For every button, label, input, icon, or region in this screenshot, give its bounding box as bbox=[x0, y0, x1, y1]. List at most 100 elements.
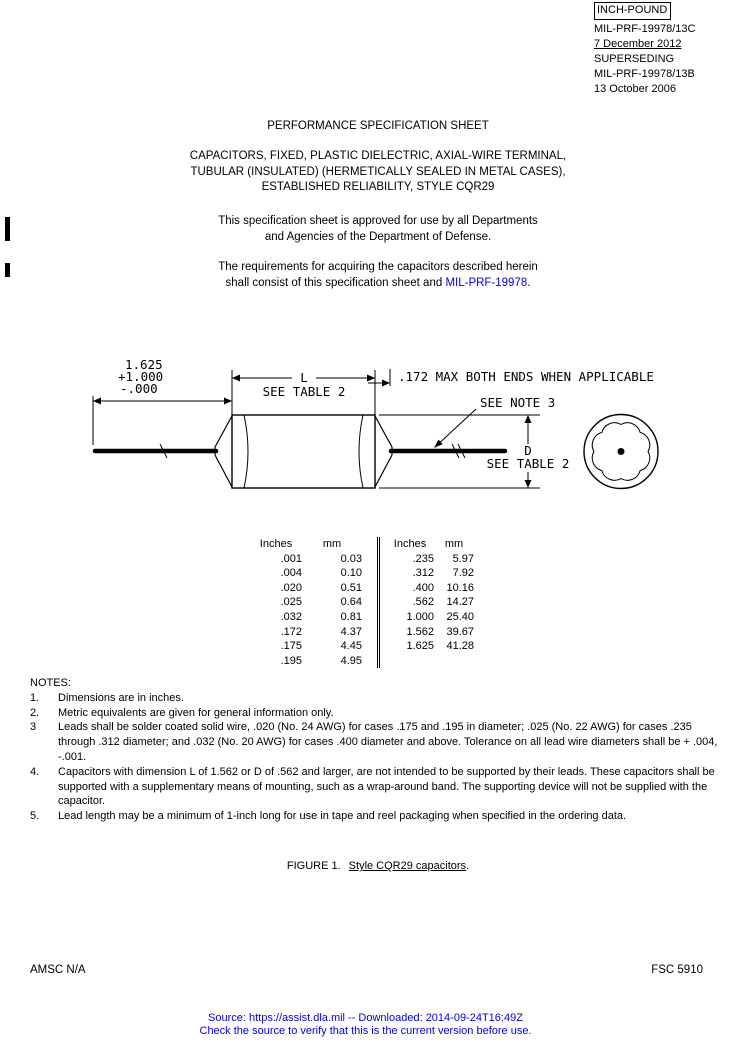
note-item: 4. Capacitors with dimension L of 1.562 … bbox=[30, 765, 718, 809]
note-text: Leads shall be solder coated solid wire,… bbox=[58, 721, 718, 763]
superseded-document-number: MIL-PRF-19978/13B bbox=[594, 68, 695, 80]
table-cell: .195 bbox=[280, 654, 302, 667]
table-cell: 4.37 bbox=[340, 625, 362, 638]
requirements-line: The requirements for acquiring the capac… bbox=[218, 261, 538, 273]
note-number: 5. bbox=[30, 810, 40, 823]
end-view-center-dot bbox=[617, 448, 625, 455]
table-cell bbox=[434, 654, 474, 669]
lead-length-dim-plus-tol: +1.000 bbox=[118, 369, 163, 384]
table-cell: 1.625 bbox=[406, 640, 434, 653]
conversion-table: Inches mm Inches mm .001 0.03 .235 5.97 … bbox=[250, 537, 474, 669]
note-number: 4. bbox=[30, 765, 40, 778]
table-header: Inches bbox=[393, 538, 427, 550]
capacitor-body bbox=[214, 414, 393, 489]
mil-prf-19978-link[interactable]: MIL-PRF-19978 bbox=[445, 276, 528, 289]
table-cell: 0.81 bbox=[340, 610, 362, 623]
table-cell: 0.64 bbox=[340, 596, 362, 609]
body-length-see-table: SEE TABLE 2 bbox=[263, 384, 346, 399]
fsc-number: FSC 5910 bbox=[651, 964, 703, 976]
table-cell: .020 bbox=[280, 581, 302, 594]
table-cell: .025 bbox=[280, 596, 302, 609]
table-cell: 0.10 bbox=[340, 567, 362, 580]
lead-length-dim-value: 1.625 bbox=[125, 357, 163, 372]
table-cell: .032 bbox=[280, 610, 302, 623]
superseded-document-date: 13 October 2006 bbox=[594, 83, 676, 95]
requirements-text: shall consist of this specification shee… bbox=[225, 276, 446, 289]
table-cell: 14.27 bbox=[446, 596, 474, 609]
note-text: Metric equivalents are given for general… bbox=[58, 706, 334, 719]
table-header: mm bbox=[444, 538, 464, 550]
diameter-see-table: SEE TABLE 2 bbox=[487, 456, 570, 471]
specification-subject: CAPACITORS, FIXED, PLASTIC DIELECTRIC, A… bbox=[25, 149, 731, 196]
note-text: Dimensions are in inches. bbox=[58, 691, 184, 704]
notes-heading: NOTES: bbox=[30, 677, 71, 689]
document-date: 7 December 2012 bbox=[594, 38, 682, 50]
change-bar bbox=[5, 217, 10, 241]
figure-caption-label: FIGURE 1. bbox=[286, 860, 341, 872]
page-title: PERFORMANCE SPECIFICATION SHEET bbox=[267, 120, 489, 132]
end-seal-dimension bbox=[368, 369, 391, 387]
source-check-line: Check the source to verify that this is … bbox=[199, 1025, 532, 1037]
body-length-dimension bbox=[231, 370, 376, 415]
subject-line: ESTABLISHED RELIABILITY, STYLE CQR29 bbox=[261, 181, 495, 193]
table-cell: 25.40 bbox=[446, 610, 474, 623]
inch-pound-box: INCH-POUND bbox=[594, 2, 672, 20]
table-cell: 4.45 bbox=[340, 640, 362, 653]
note-item: 1. Dimensions are in inches. bbox=[30, 691, 718, 706]
note-item: 3 Leads shall be solder coated solid wir… bbox=[30, 720, 718, 764]
note-item: 2. Metric equivalents are given for gene… bbox=[30, 706, 718, 721]
diameter-dimension bbox=[379, 414, 540, 489]
approval-paragraph: This specification sheet is approved for… bbox=[25, 214, 731, 245]
end-seal-note: .172 MAX BOTH ENDS WHEN APPLICABLE bbox=[398, 369, 654, 384]
table-cell: .001 bbox=[280, 552, 302, 565]
table-double-rule bbox=[377, 537, 380, 668]
change-bar bbox=[5, 263, 10, 277]
table-cell bbox=[386, 654, 434, 669]
approval-line: This specification sheet is approved for… bbox=[218, 215, 538, 227]
table-cell: .235 bbox=[412, 552, 434, 565]
diameter-label: D bbox=[524, 443, 532, 458]
table-header: mm bbox=[322, 538, 342, 550]
document-number: MIL-PRF-19978/13C bbox=[594, 23, 696, 35]
note-text: Capacitors with dimension L of 1.562 or … bbox=[58, 765, 715, 808]
table-cell: .400 bbox=[412, 581, 434, 594]
capacitor-end-view bbox=[583, 413, 659, 490]
table-cell: 0.51 bbox=[340, 581, 362, 594]
table-cell: .004 bbox=[280, 567, 302, 580]
requirements-paragraph: The requirements for acquiring the capac… bbox=[25, 260, 731, 291]
lead-wire-note: SEE NOTE 3 bbox=[480, 395, 555, 410]
table-cell: 41.28 bbox=[446, 640, 474, 653]
requirements-text-period: . bbox=[527, 276, 531, 289]
subject-line: CAPACITORS, FIXED, PLASTIC DIELECTRIC, A… bbox=[189, 150, 567, 162]
lead-length-dim-minus-tol: -.000 bbox=[120, 381, 158, 396]
superseding-label: SUPERSEDING bbox=[594, 53, 675, 65]
figure-1-drawing: 1.625 +1.000 -.000 L SEE TABLE 2 .172 MA… bbox=[92, 357, 659, 490]
source-download-line: Source: https://assist.dla.mil -- Downlo… bbox=[208, 1012, 523, 1024]
requirements-line: shall consist of this specification shee… bbox=[25, 276, 731, 292]
subject-line: TUBULAR (INSULATED) (HERMETICALLY SEALED… bbox=[190, 165, 566, 178]
note-number: 1. bbox=[30, 691, 40, 704]
table-header: Inches bbox=[259, 538, 293, 550]
note-item: 5. Lead length may be a minimum of 1-inc… bbox=[30, 809, 718, 824]
figure-caption-title: Style CQR29 capacitors bbox=[348, 860, 467, 872]
table-cell: 39.67 bbox=[446, 625, 474, 638]
table-cell: .312 bbox=[412, 567, 434, 580]
lead-length-dimension bbox=[92, 396, 232, 445]
note-text: Lead length may be a minimum of 1-inch l… bbox=[58, 810, 627, 823]
table-cell: 5.97 bbox=[452, 552, 474, 565]
amsc-number: AMSC N/A bbox=[30, 964, 86, 976]
notes-section: NOTES: 1. Dimensions are in inches. 2. M… bbox=[30, 676, 718, 824]
note-number: 3 bbox=[30, 721, 37, 734]
table-cell: 1.000 bbox=[406, 610, 434, 623]
approval-line: and Agencies of the Department of Defens… bbox=[264, 230, 492, 243]
table-cell: 7.92 bbox=[452, 567, 474, 580]
body-length-label: L bbox=[300, 370, 308, 385]
figure-caption: FIGURE 1. Style CQR29 capacitors. bbox=[25, 860, 731, 872]
lead-wire-note-leader bbox=[434, 408, 477, 448]
figure-caption-period: . bbox=[466, 860, 470, 872]
table-cell: 10.16 bbox=[446, 581, 474, 594]
table-cell: 4.95 bbox=[340, 654, 362, 667]
wire-break-marks bbox=[159, 443, 466, 459]
table-cell: .172 bbox=[280, 625, 302, 638]
